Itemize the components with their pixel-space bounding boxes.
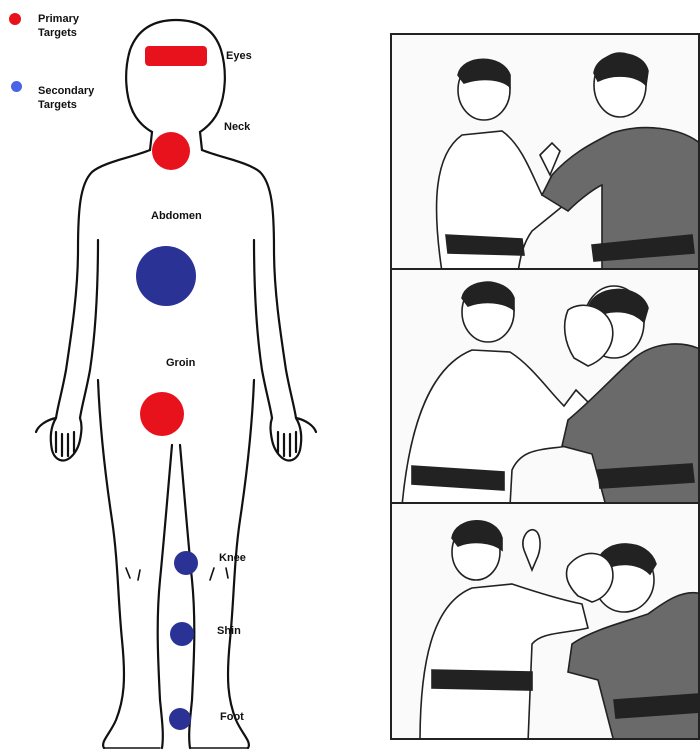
eyes-marker <box>145 46 207 66</box>
knee-marker <box>174 551 198 575</box>
groin-marker <box>140 392 184 436</box>
jaw-outline <box>133 112 152 132</box>
panel-eye-strike-illustration <box>392 504 700 740</box>
label-shin: Shin <box>217 625 241 637</box>
label-foot: Foot <box>220 711 244 723</box>
right-inner-arm <box>254 240 272 418</box>
left-inner-arm <box>80 240 98 418</box>
abdomen-marker <box>136 246 196 306</box>
inner-left-leg <box>158 445 172 748</box>
label-neck: Neck <box>224 121 250 133</box>
label-eyes: Eyes <box>226 50 252 62</box>
left-leg <box>98 380 124 748</box>
panel-face-grab <box>390 268 700 504</box>
panel-face-grab-illustration <box>392 270 700 504</box>
label-groin: Groin <box>166 357 195 369</box>
inner-right-leg <box>180 445 194 748</box>
shin-marker <box>170 622 194 646</box>
label-knee: Knee <box>219 552 246 564</box>
foot-marker <box>169 708 191 730</box>
body-figure <box>0 0 390 754</box>
panel-approach <box>390 33 700 270</box>
label-abdomen: Abdomen <box>151 210 202 222</box>
right-leg <box>228 380 254 748</box>
head-outline <box>126 20 225 132</box>
panel-approach-illustration <box>392 35 700 270</box>
neck-marker <box>152 132 190 170</box>
panel-eye-strike <box>390 502 700 740</box>
